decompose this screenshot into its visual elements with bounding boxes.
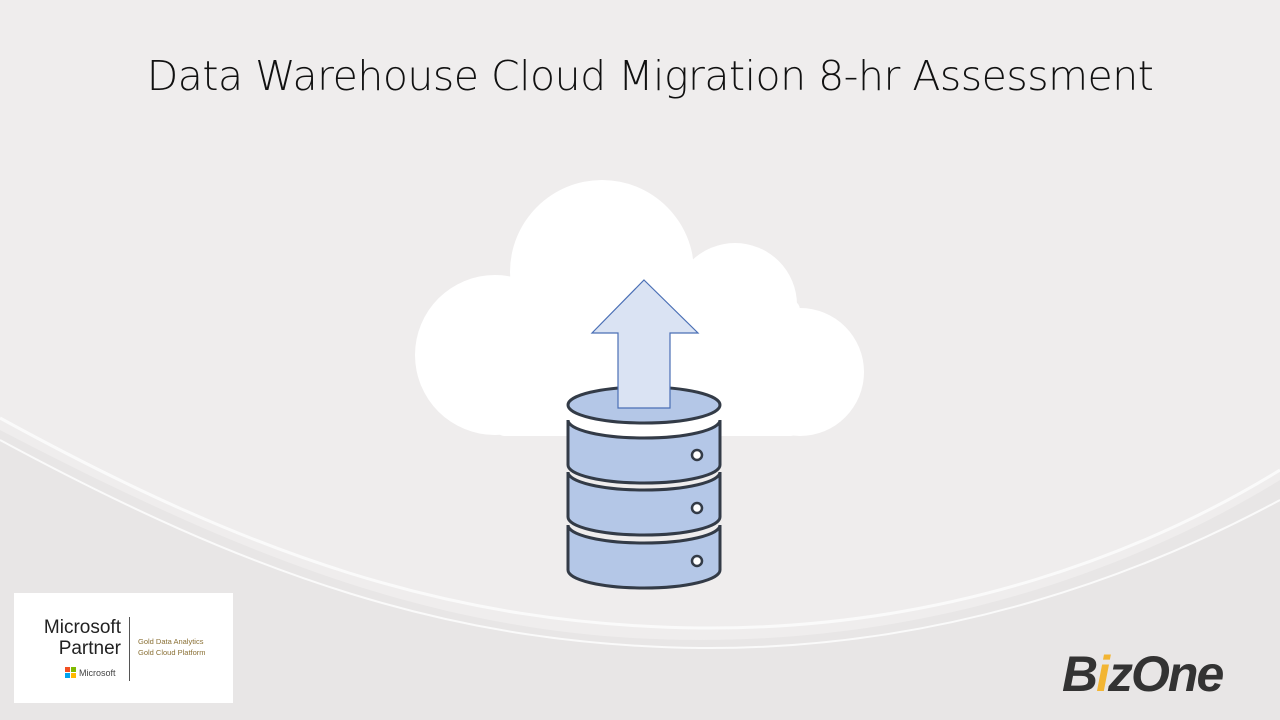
competencies: Gold Data Analytics Gold Cloud Platform [138, 636, 206, 658]
microsoft-logo: Microsoft [65, 667, 116, 678]
competency: Gold Cloud Platform [138, 648, 206, 657]
database-icon [566, 385, 722, 590]
logo-b: B [1062, 646, 1098, 702]
microsoft-squares-icon [65, 667, 76, 678]
logo-i: i [1096, 646, 1110, 702]
microsoft-partner-badge: Microsoft Partner Gold Data Analytics Go… [14, 593, 233, 703]
logo-rest: zOne [1108, 646, 1224, 702]
partner-title: Microsoft Partner [38, 617, 121, 659]
partner-line1: Microsoft [43, 617, 121, 638]
upload-arrow-icon [590, 279, 700, 409]
badge-divider [129, 617, 130, 681]
partner-line2: Partner [58, 638, 121, 659]
bizone-logo: BizOne [1062, 645, 1224, 703]
competency: Gold Data Analytics [138, 637, 204, 646]
slide-title: Data Warehouse Cloud Migration 8-hr Asse… [146, 52, 1154, 100]
microsoft-label: Microsoft [79, 667, 116, 678]
